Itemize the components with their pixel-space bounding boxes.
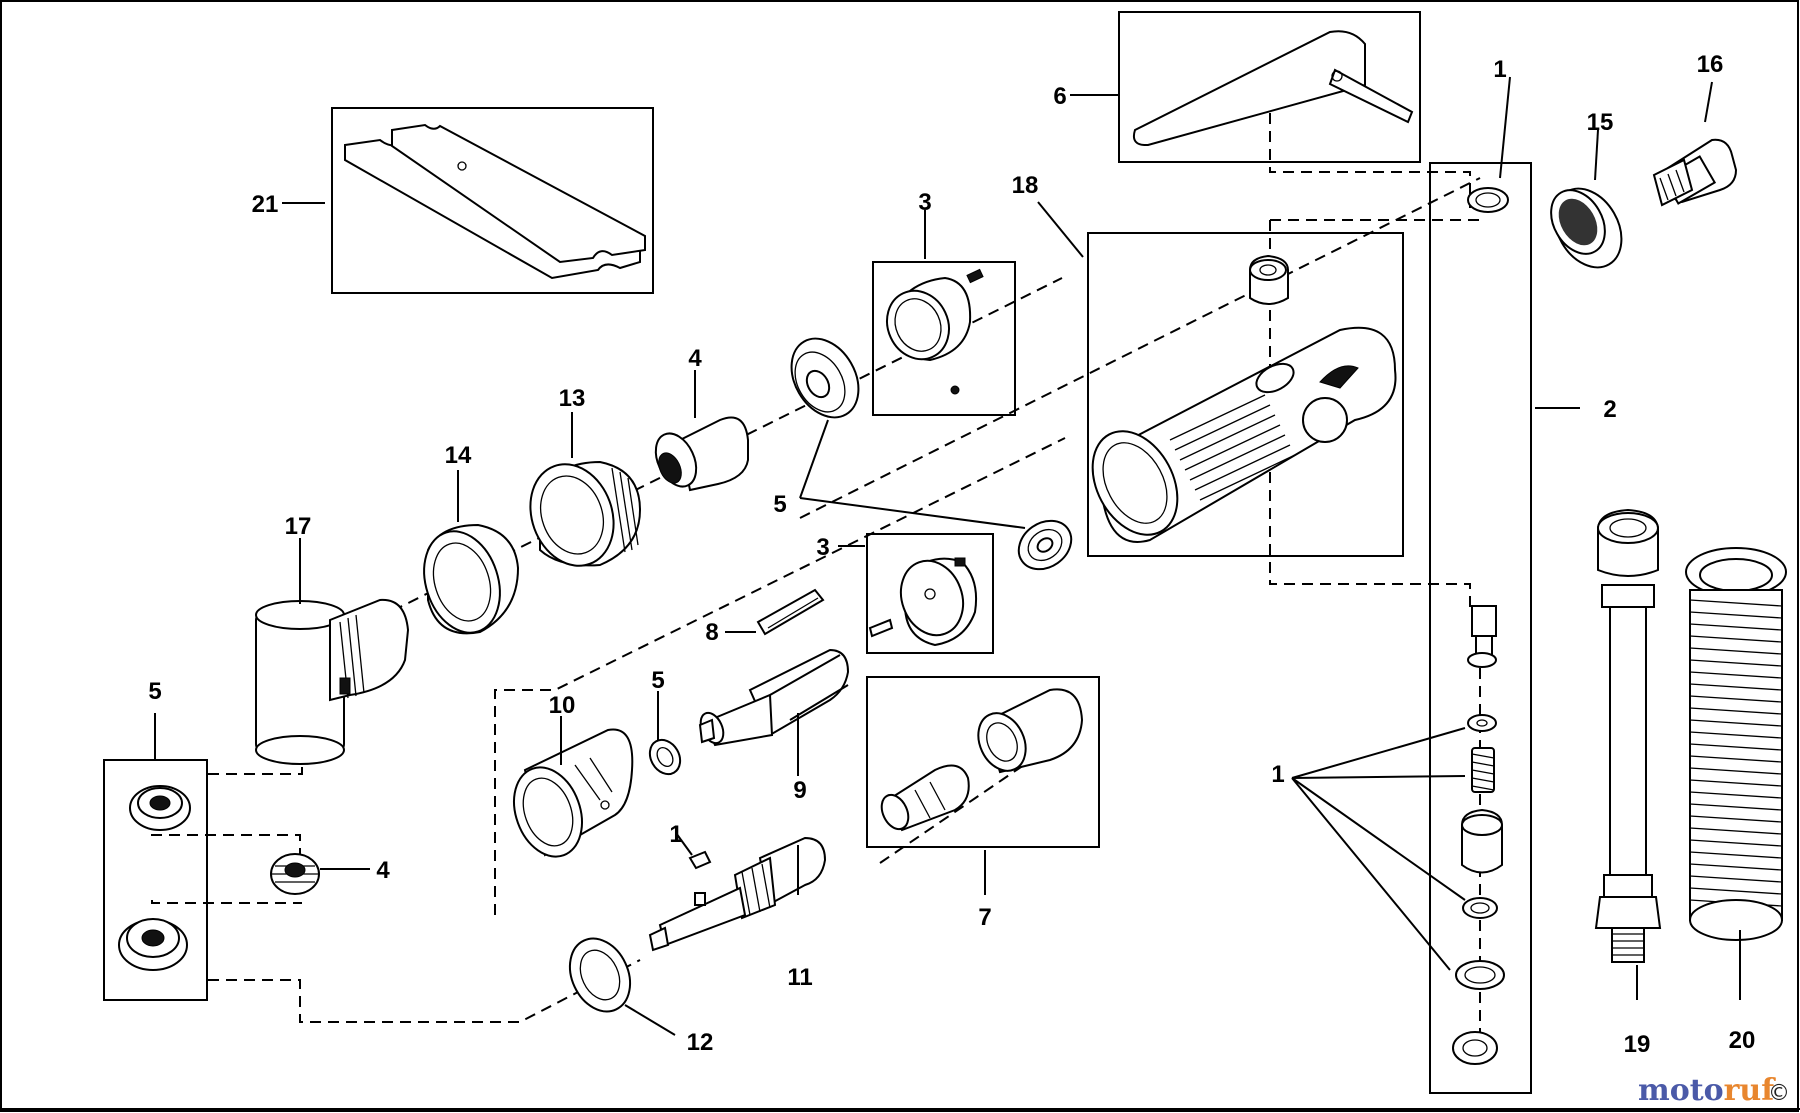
part-17-angle-head bbox=[255, 598, 410, 765]
label-18: 18 bbox=[1012, 172, 1039, 199]
brand-text-blue: moto bbox=[1638, 1073, 1724, 1108]
label-11: 11 bbox=[787, 964, 812, 991]
label-21: 21 bbox=[252, 191, 279, 218]
label-10: 10 bbox=[549, 692, 576, 719]
part-13-threaded-ring bbox=[529, 460, 642, 567]
label-13: 13 bbox=[559, 385, 586, 412]
part-9-rotor bbox=[698, 648, 850, 747]
copyright-mark: © bbox=[1768, 1081, 1790, 1106]
label-2: 2 bbox=[1603, 396, 1616, 423]
label-5-mid: 5 bbox=[773, 491, 786, 518]
part-4-pinion-top bbox=[654, 416, 749, 492]
part-11-spindle bbox=[648, 836, 827, 952]
label-15: 15 bbox=[1587, 109, 1614, 136]
assembly-axes bbox=[151, 95, 1486, 1035]
label-1-top: 1 bbox=[1493, 56, 1506, 83]
label-3-top: 3 bbox=[918, 189, 931, 216]
part-12-nut bbox=[568, 937, 632, 1013]
part-8-vane bbox=[756, 588, 825, 636]
label-8: 8 bbox=[705, 619, 718, 646]
label-3-mid: 3 bbox=[816, 534, 829, 561]
label-7: 7 bbox=[978, 904, 991, 931]
part-1-key bbox=[688, 850, 712, 870]
part-5-bearing-mid bbox=[1017, 519, 1073, 571]
svg-text:motoruf: motoruf bbox=[1638, 1073, 1776, 1108]
brand-text-orange: ruf bbox=[1724, 1073, 1777, 1108]
part-6-lever bbox=[1118, 11, 1421, 163]
brand-watermark: motoruf © bbox=[1638, 1073, 1790, 1108]
label-6: 6 bbox=[1053, 83, 1066, 110]
label-4-top: 4 bbox=[688, 345, 702, 372]
part-5-bearing-top bbox=[790, 337, 860, 419]
part-5-bearing-small bbox=[648, 738, 682, 776]
label-19: 19 bbox=[1624, 1031, 1651, 1058]
label-17: 17 bbox=[285, 513, 312, 540]
part-7-collet-set bbox=[866, 676, 1100, 848]
part-5-left-bearing-set bbox=[103, 759, 208, 1001]
part-15-muffler bbox=[1550, 187, 1623, 269]
part-3-bearing-cap-mid bbox=[866, 533, 994, 654]
part-18-motor-housing bbox=[1087, 232, 1404, 557]
part-21-spanner-wrench bbox=[331, 107, 654, 294]
part-2-valve-assembly bbox=[1429, 162, 1532, 1094]
label-9: 9 bbox=[793, 777, 806, 804]
label-12: 12 bbox=[687, 1029, 714, 1056]
label-14: 14 bbox=[445, 442, 472, 469]
label-1-mid: 1 bbox=[669, 821, 682, 848]
label-5-left: 5 bbox=[148, 678, 161, 705]
part-4-bevel-gear-left bbox=[270, 853, 320, 895]
label-4-left: 4 bbox=[376, 857, 390, 884]
label-5-small: 5 bbox=[651, 667, 664, 694]
part-19-hose bbox=[1594, 508, 1662, 963]
callout-labels: 1 16 15 6 21 18 3 4 13 14 17 5 2 3 8 5 1… bbox=[148, 51, 1755, 1058]
part-14-lock-ring bbox=[423, 523, 520, 635]
part-10-cylinder bbox=[513, 728, 634, 858]
label-16: 16 bbox=[1697, 51, 1724, 78]
part-16-inlet-fitting bbox=[1652, 138, 1738, 207]
part-20-hose-guard bbox=[1685, 547, 1787, 941]
leader-lines bbox=[154, 76, 1741, 1036]
label-20: 20 bbox=[1729, 1027, 1756, 1054]
part-3-bearing-cap-top bbox=[872, 261, 1016, 416]
label-1-right: 1 bbox=[1271, 761, 1284, 788]
